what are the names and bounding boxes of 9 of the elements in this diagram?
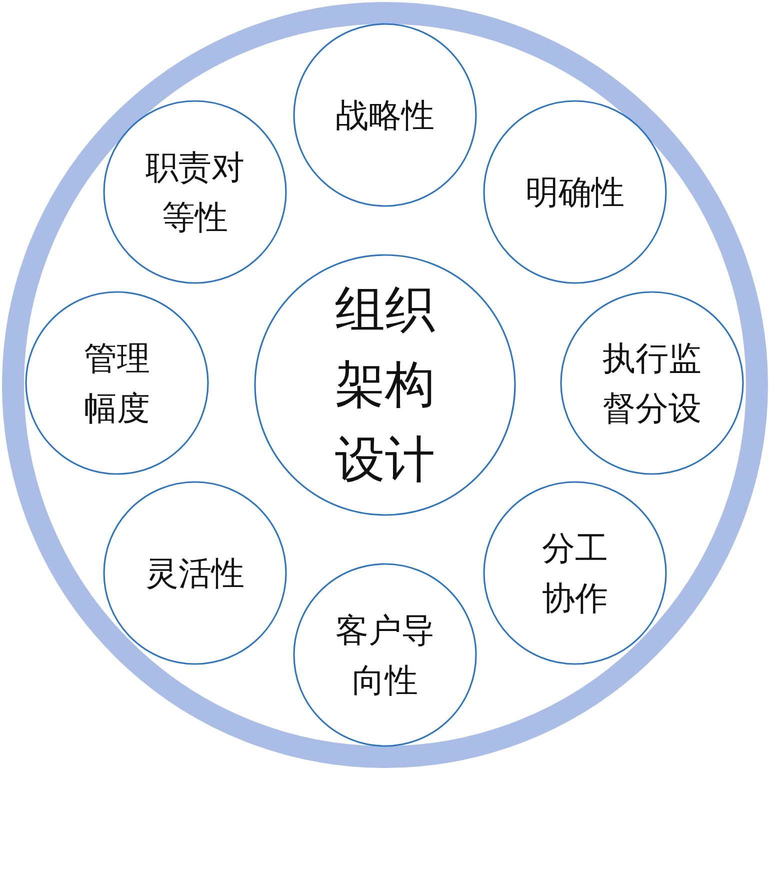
circle-label: 管理幅度	[83, 338, 151, 429]
circle-label: 分工协作	[541, 528, 609, 619]
circle-label: 职责对等性	[144, 146, 246, 238]
circle-label: 明确性	[524, 171, 626, 214]
circle-label: 客户导向性	[334, 610, 436, 701]
circle-label: 执行监督分设	[602, 338, 702, 429]
circle-label: 灵活性	[144, 552, 246, 594]
circle-label: 战略性	[334, 94, 436, 136]
center-label: 组织架构设计	[334, 280, 436, 490]
